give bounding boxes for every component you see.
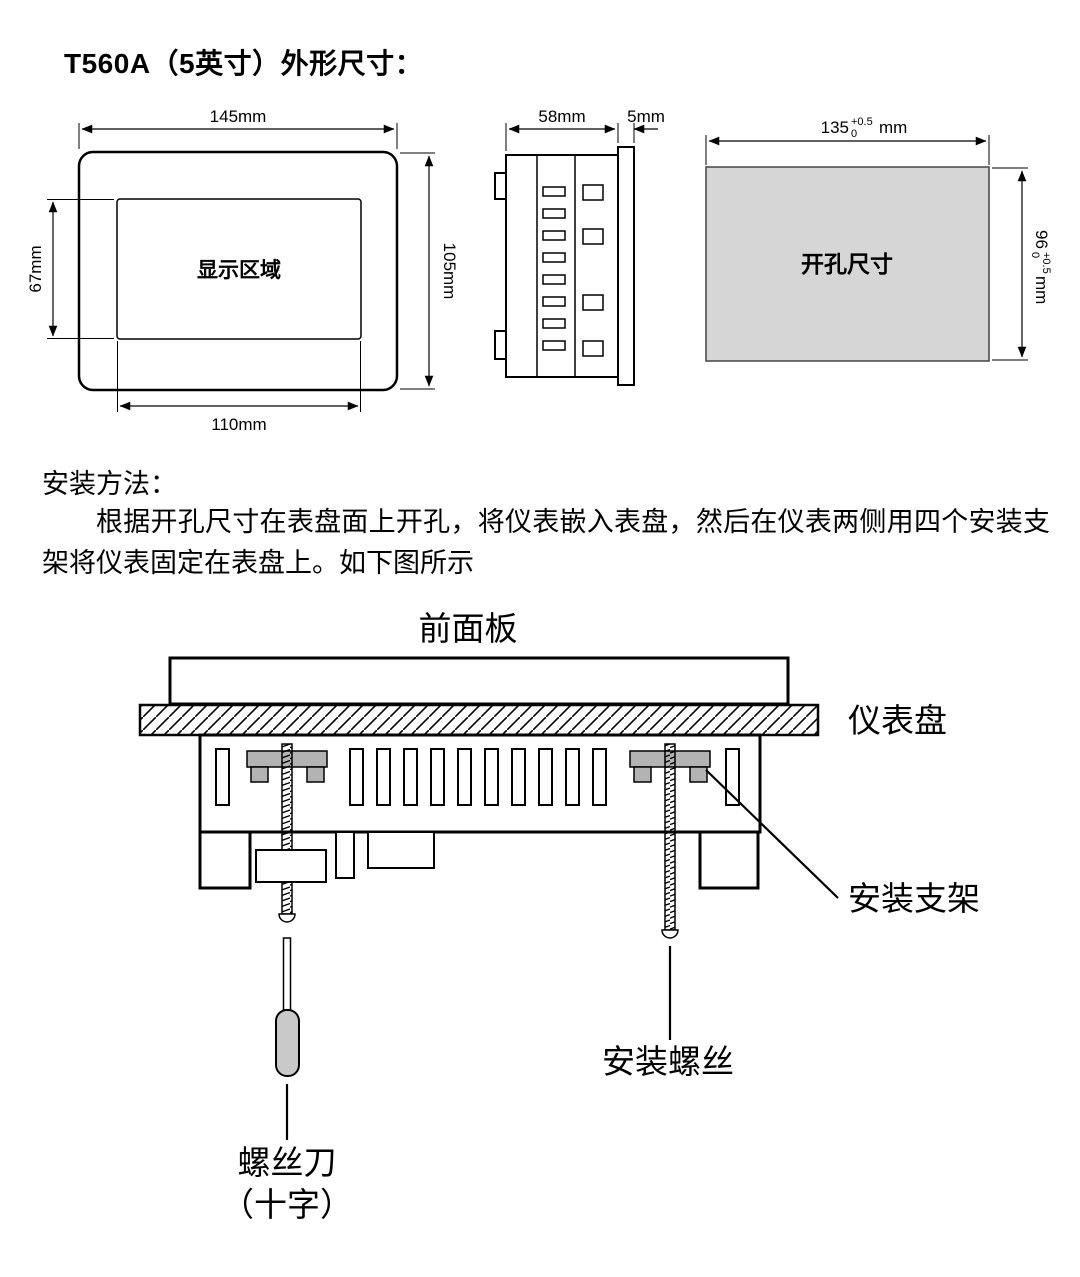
cutout-height-unit: mm bbox=[1032, 276, 1051, 304]
connector-opening bbox=[582, 228, 604, 245]
vent-slot bbox=[403, 748, 418, 806]
case-leg-right bbox=[698, 830, 760, 890]
terminal-slot bbox=[542, 208, 566, 219]
side-depth-dim: 58mm bbox=[538, 107, 585, 126]
screw-shaft bbox=[664, 743, 676, 931]
side-mount-tab-top bbox=[494, 172, 507, 200]
front-view: 145mm 显示区域 105mm 67mm 110mm bbox=[26, 107, 459, 434]
vent-slot bbox=[592, 748, 607, 806]
case-tab-small bbox=[335, 831, 355, 879]
case-leg-left bbox=[198, 830, 252, 890]
cutout-height-value: 96 bbox=[1032, 230, 1051, 249]
cutout-width-tol-lower: 0 bbox=[851, 128, 857, 140]
connector-opening bbox=[582, 184, 604, 201]
front-height-dim: 105mm bbox=[440, 243, 459, 300]
case-bottom-features bbox=[198, 830, 760, 890]
display-area-outline bbox=[116, 198, 362, 340]
vent-slot bbox=[215, 748, 230, 806]
case-tab-middle bbox=[367, 831, 435, 869]
install-method-paragraph: 根据开孔尺寸在表盘面上开孔，将仪表嵌入表盘，然后在仪表两侧用四个安装支架将仪表固… bbox=[42, 507, 1050, 578]
cutout-width-tol-upper: +0.5 bbox=[851, 116, 873, 128]
bracket-hook bbox=[306, 766, 325, 783]
vent-slot bbox=[725, 748, 740, 806]
terminal-slot bbox=[542, 186, 566, 197]
vent-slot bbox=[511, 748, 526, 806]
front-panel-label: 前面板 bbox=[419, 611, 518, 648]
vent-slot bbox=[349, 748, 364, 806]
screw-guide-block bbox=[255, 849, 327, 883]
terminal-slot bbox=[542, 296, 566, 307]
side-view: 58mm 5mm bbox=[494, 107, 665, 386]
install-method-heading: 安装方法： bbox=[42, 469, 177, 499]
dimension-drawings: 145mm 显示区域 105mm 67mm 110mm 58mm 5mm bbox=[26, 107, 1052, 434]
screwdriver-type-label: （十字） bbox=[221, 1187, 353, 1224]
vent-slot bbox=[538, 748, 553, 806]
instrument-panel-label: 仪表盘 bbox=[848, 703, 947, 740]
instrument-panel bbox=[138, 703, 820, 737]
vent-slots bbox=[215, 748, 740, 806]
screw-label: 安装螺丝 bbox=[602, 1044, 734, 1081]
display-height-dim: 67mm bbox=[26, 245, 45, 292]
vent-slot bbox=[430, 748, 445, 806]
front-bezel-outline bbox=[77, 150, 399, 392]
terminal-slot bbox=[542, 274, 566, 285]
cutout-height-dim: 96 +0.5 0 mm bbox=[1029, 230, 1052, 304]
front-width-dim: 145mm bbox=[210, 107, 267, 126]
cutout-view: 135 +0.5 0 mm 开孔尺寸 96 +0.5 0 mm bbox=[705, 116, 1052, 362]
cutout-width-value: 135 bbox=[821, 118, 849, 137]
screwdriver-shaft bbox=[282, 937, 292, 1011]
cutout-rect bbox=[705, 166, 990, 362]
display-area-label: 显示区域 bbox=[197, 258, 281, 282]
side-bezel-dim: 5mm bbox=[627, 107, 665, 126]
terminal-slot bbox=[542, 318, 566, 329]
terminal-slot bbox=[542, 340, 566, 351]
bracket-hook bbox=[250, 766, 269, 783]
page-title: T560A（5英寸）外形尺寸： bbox=[64, 48, 424, 79]
side-mount-tab-bottom bbox=[494, 330, 507, 360]
mounting-screw-left bbox=[278, 743, 296, 923]
bracket-leader-line bbox=[705, 769, 839, 899]
panel-hatch-bar bbox=[138, 703, 820, 737]
connector-opening bbox=[582, 294, 604, 311]
installation-diagram: 前面板 仪表盘 bbox=[138, 611, 980, 1224]
side-housing bbox=[505, 154, 619, 378]
mounting-screw-right bbox=[661, 743, 679, 939]
screwdriver bbox=[275, 937, 300, 1077]
screwdriver-handle bbox=[275, 1009, 300, 1077]
screw-shaft bbox=[281, 743, 293, 915]
bracket-label: 安装支架 bbox=[848, 881, 980, 918]
vent-slot bbox=[457, 748, 472, 806]
bracket-hook bbox=[689, 766, 708, 783]
screwdriver-label: 螺丝刀 bbox=[238, 1146, 337, 1182]
screw-head bbox=[278, 913, 296, 923]
screw-head bbox=[661, 929, 679, 939]
terminal-slot bbox=[542, 230, 566, 241]
cutout-height-tol-upper: +0.5 bbox=[1040, 252, 1052, 274]
vent-slot bbox=[484, 748, 499, 806]
cutout-height-tol-lower: 0 bbox=[1029, 252, 1041, 258]
display-width-dim: 110mm bbox=[211, 415, 266, 434]
terminal-slot bbox=[542, 252, 566, 263]
front-panel bbox=[168, 656, 790, 706]
vent-slot bbox=[565, 748, 580, 806]
cutout-label: 开孔尺寸 bbox=[801, 252, 893, 277]
connector-opening bbox=[582, 340, 604, 357]
cutout-width-unit: mm bbox=[879, 118, 907, 137]
bracket-hook bbox=[633, 766, 652, 783]
side-bezel-flange bbox=[617, 146, 635, 386]
vent-slot bbox=[376, 748, 391, 806]
